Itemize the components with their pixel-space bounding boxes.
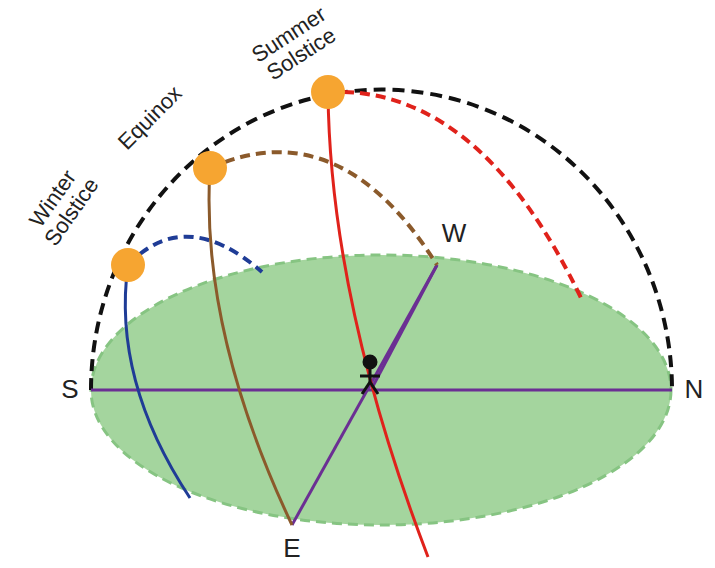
ground-disc <box>91 255 671 525</box>
direction-line <box>372 265 437 388</box>
sun-winter <box>111 248 145 282</box>
observer-figure <box>360 356 380 394</box>
east-west-line <box>292 265 437 525</box>
south-north-line <box>91 389 672 392</box>
summer-path <box>328 92 428 557</box>
compass-label: E <box>283 535 300 562</box>
winter-path <box>125 265 190 498</box>
season-label: Equinox <box>114 82 187 155</box>
summer-path-dashed <box>328 92 583 302</box>
season-label: Winter Solstice <box>17 155 106 255</box>
compass-label: S <box>61 376 78 403</box>
sun-equinox <box>193 151 227 185</box>
equinox-path <box>209 168 292 525</box>
equinox-path-dashed <box>210 152 437 265</box>
compass-label: N <box>685 376 704 403</box>
sky-dome <box>91 90 672 390</box>
winter-path-dashed <box>128 237 262 272</box>
compass-label: W <box>442 220 467 247</box>
sun-summer <box>311 75 345 109</box>
